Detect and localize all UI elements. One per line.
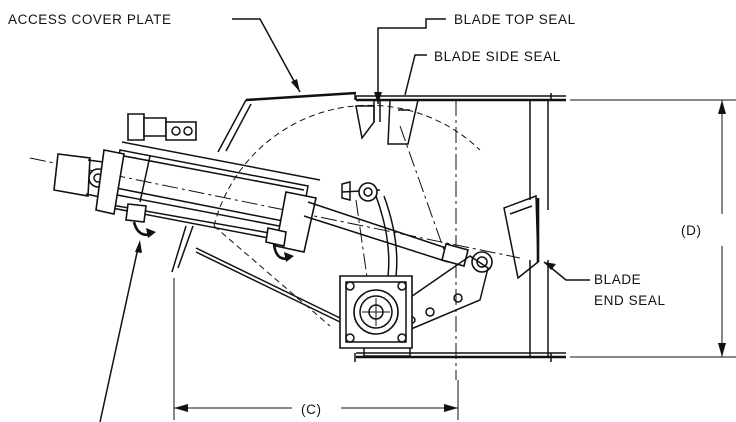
label-dimension-d: (D): [681, 223, 702, 238]
label-blade-top-seal: BLADE TOP SEAL: [454, 12, 576, 27]
dimension-d: [570, 99, 736, 358]
label-blade-end-seal-line2: END SEAL: [594, 293, 666, 308]
label-dimension-c: (C): [301, 402, 322, 417]
piston-rod: [303, 201, 493, 273]
hydraulic-cylinder: [53, 113, 321, 262]
label-blade-side-seal: BLADE SIDE SEAL: [434, 49, 561, 64]
label-access-cover-plate: ACCESS COVER PLATE: [8, 12, 172, 27]
linkage-arm: [341, 181, 489, 333]
label-blade-end-seal-line1: BLADE: [594, 272, 641, 287]
leader-lines: [99, 18, 590, 422]
blade-end-seal: [503, 194, 540, 280]
bearing-mount: [339, 275, 413, 357]
blade-top-seal: [355, 100, 381, 140]
dimension-c: [173, 278, 459, 420]
